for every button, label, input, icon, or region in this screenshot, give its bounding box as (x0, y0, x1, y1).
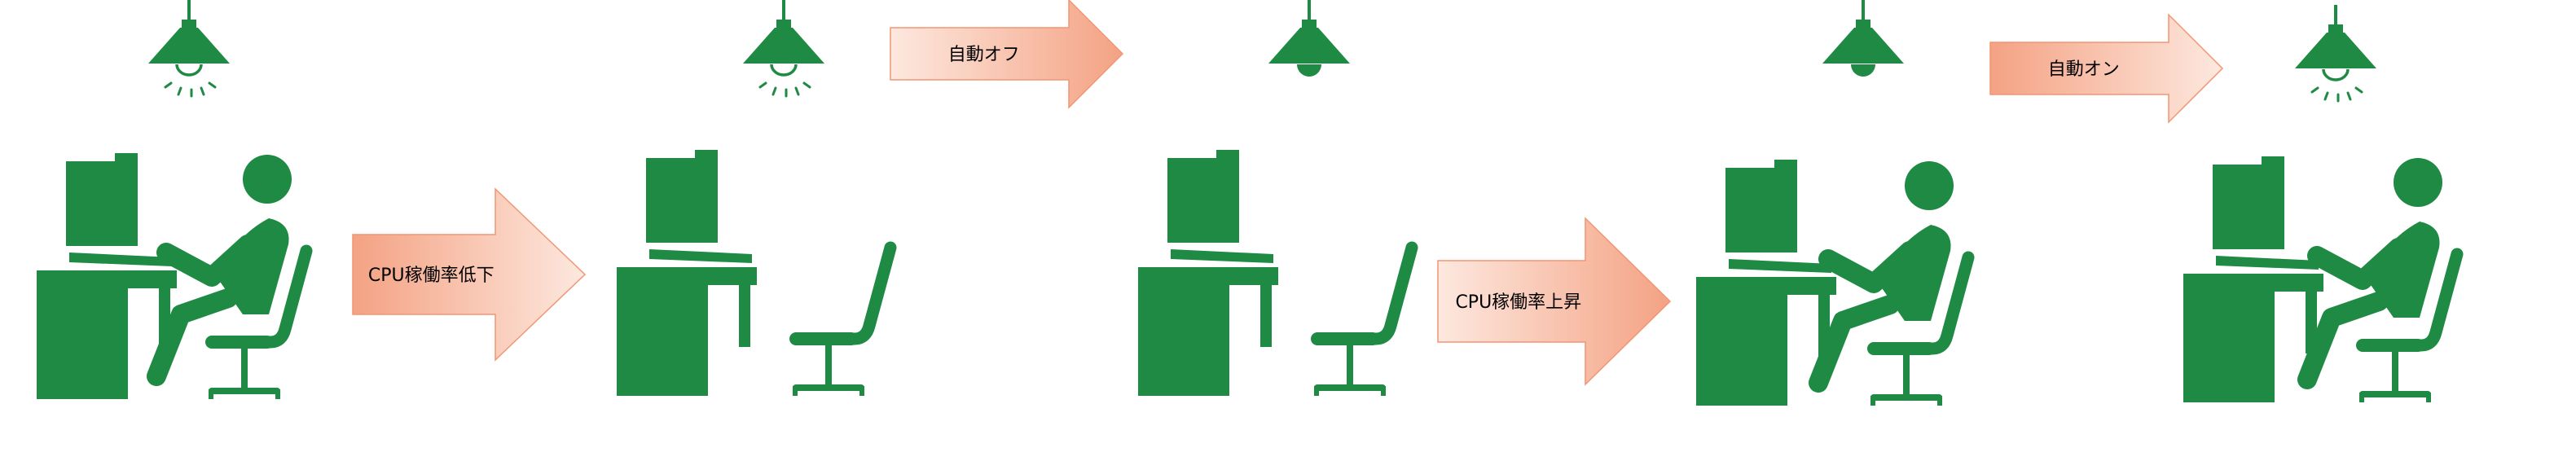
pendant-lamp-icon (743, 0, 824, 98)
office-chair-icon (1867, 251, 1975, 406)
arrow-cpu-low: CPU稼働率低下 (352, 187, 587, 362)
desk-computer-icon (1138, 150, 1278, 396)
scene-away-dark (1138, 0, 1418, 396)
light-rays (758, 81, 811, 98)
arrow-label: CPU稼働率低下 (368, 266, 495, 286)
office-chair-icon (2356, 248, 2464, 402)
office-chair-icon (789, 241, 897, 396)
arrow-cpu-high: CPU稼働率上昇 (1437, 217, 1672, 386)
light-rays (164, 81, 217, 98)
scene-occupied (37, 0, 313, 399)
arrow-label: 自動オフ (948, 45, 1020, 65)
seated-person-icon (1809, 161, 1954, 393)
office-chair-icon (205, 244, 313, 399)
desk-computer-icon (2183, 156, 2323, 402)
scene-away (617, 0, 897, 396)
arrow-auto-on: 自動オン (1989, 13, 2224, 124)
pendant-lamp-icon (1822, 0, 1904, 77)
arrow-label: CPU稼働率上昇 (1455, 292, 1581, 313)
arrow-auto-off: 自動オフ (890, 0, 1124, 109)
seated-person-icon (147, 155, 292, 386)
pendant-lamp-icon (1268, 0, 1350, 77)
scene-returned-dark (1696, 0, 1975, 406)
desk-computer-icon (1696, 160, 1836, 406)
desk-computer-icon (37, 153, 177, 399)
pendant-lamp-icon (148, 0, 230, 98)
seated-person-icon (2297, 158, 2442, 389)
pendant-lamp-icon (2295, 5, 2376, 103)
office-chair-icon (1311, 241, 1418, 396)
arrow-label: 自動オン (2048, 59, 2120, 80)
scene-returned-lit (2183, 5, 2464, 402)
desk-computer-icon (617, 150, 757, 396)
light-rays (2310, 86, 2363, 103)
